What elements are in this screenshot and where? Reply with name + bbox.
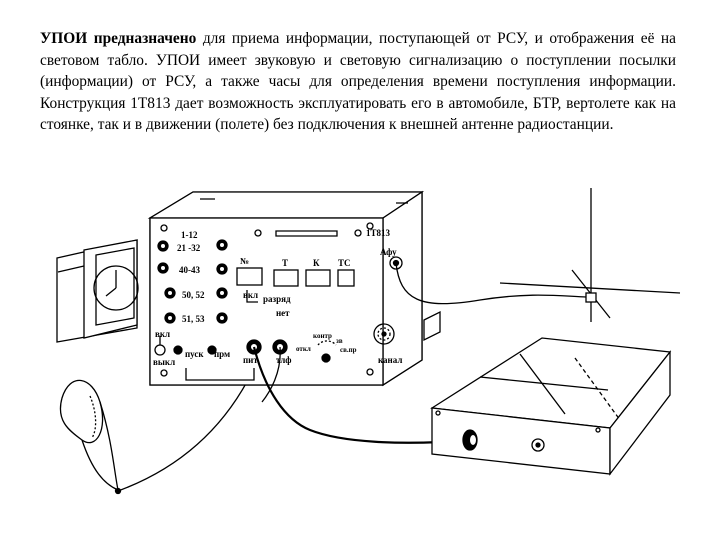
tlf-label: тлф (276, 355, 291, 365)
description-text: для приема информации, поступающей от РС… (40, 30, 676, 134)
frequency-knobs[interactable] (157, 239, 228, 324)
display-label-k: К (313, 258, 320, 268)
freq-label-3: 40-43 (179, 265, 200, 275)
pusk-label: пуск (185, 349, 204, 359)
freq-label-4: 50, 52 (182, 290, 205, 300)
clock-face-icon (93, 265, 139, 311)
power-cable (252, 346, 471, 444)
prm-label: прм (214, 349, 230, 359)
kanal-label: канал (378, 355, 402, 365)
freq-label-1: 1-12 (181, 230, 198, 240)
prm-button[interactable] (207, 345, 217, 355)
vkl-label: вкл (155, 329, 170, 339)
antenna-icon (395, 188, 681, 322)
pusk-button[interactable] (173, 345, 183, 355)
display-label-ts: ТС (338, 258, 351, 268)
zv-label: зв (336, 337, 343, 345)
vykl-label: выкл (153, 357, 175, 367)
pit-label: пит (243, 355, 258, 365)
indicator-icon (531, 438, 545, 452)
kontr-label: контр (313, 332, 332, 340)
mode-selector-knob[interactable] (321, 353, 331, 363)
main-device-box (147, 190, 441, 387)
display-label-t: Т (282, 258, 288, 268)
model-label: 1Т813 (366, 228, 391, 238)
freq-label-5: 51, 53 (182, 314, 205, 324)
device-name-bold: УПОИ предназначено (40, 30, 197, 47)
antenna-connector-icon[interactable] (389, 256, 403, 270)
razryad-label: разряд (263, 294, 291, 304)
battery-box (430, 337, 672, 476)
freq-label-2: 21 -32 (177, 243, 201, 253)
antenna-label: Афу (380, 247, 397, 257)
vkl-small-label: вкл (243, 290, 258, 300)
net-label: нет (276, 308, 290, 318)
clock-unit (56, 239, 139, 343)
otkl-label: откл (296, 345, 311, 353)
sv-pr-label: св.пр (340, 346, 357, 354)
description-paragraph: УПОИ предназначено для приема информации… (40, 28, 676, 136)
display-windows (236, 267, 355, 303)
display-label-no: № (240, 256, 249, 266)
channel-dial-icon[interactable] (373, 323, 395, 345)
